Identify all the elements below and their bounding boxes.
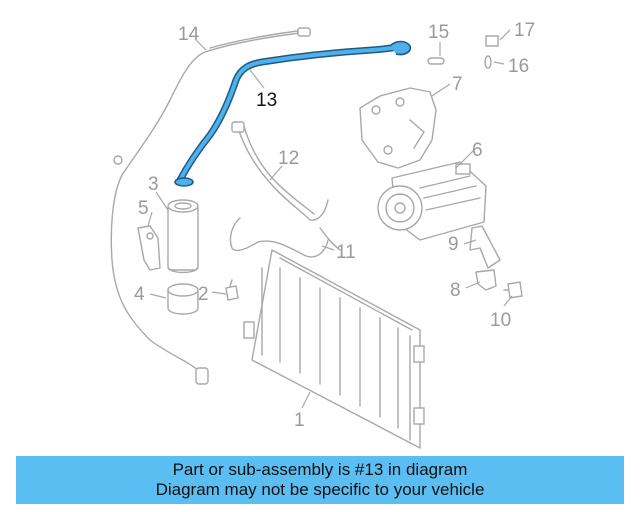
caption-line-2: Diagram may not be specific to your vehi… <box>155 480 485 499</box>
callout-11: 11 <box>336 242 356 263</box>
callout-5: 5 <box>138 198 149 219</box>
callout-9: 9 <box>448 234 459 255</box>
part-5-bracket <box>137 225 161 271</box>
part-16-oring <box>484 55 492 69</box>
part-6-compressor <box>377 161 487 241</box>
callout-15: 15 <box>428 22 449 43</box>
callout-17: 17 <box>514 20 535 41</box>
callout-3: 3 <box>148 174 159 195</box>
part-12-hose <box>231 121 329 221</box>
part-17-cap <box>485 35 499 47</box>
part-4-clamp <box>167 283 199 315</box>
callout-1: 1 <box>294 410 305 431</box>
part-14-hose <box>110 27 311 385</box>
part-15-pin <box>427 57 445 65</box>
callout-10: 10 <box>490 310 511 331</box>
callout-13: 13 <box>256 90 277 111</box>
parts-diagram: 14 13 15 17 16 7 6 12 3 5 11 9 8 10 4 2 … <box>110 20 535 449</box>
caption-banner: Part or sub-assembly is #13 in diagram D… <box>16 456 624 504</box>
callout-16: 16 <box>508 56 529 77</box>
callout-4: 4 <box>134 284 145 305</box>
part-13-hose-highlighted <box>174 40 412 187</box>
callout-2: 2 <box>198 284 209 305</box>
callout-7: 7 <box>452 74 463 95</box>
callout-14: 14 <box>178 24 200 45</box>
callout-8: 8 <box>450 280 461 301</box>
part-10-bolt <box>503 281 523 299</box>
callout-6: 6 <box>472 140 483 161</box>
part-9-bracket <box>469 225 501 269</box>
part-1-condenser <box>243 249 425 449</box>
leader-lines <box>147 29 513 409</box>
part-2-fitting <box>225 279 239 301</box>
part-7-bracket <box>359 87 437 169</box>
part-8-bracket <box>475 269 497 291</box>
callout-12: 12 <box>278 148 299 169</box>
caption-line-1: Part or sub-assembly is #13 in diagram <box>172 460 468 479</box>
part-11-pipe <box>229 217 341 258</box>
part-3-drier <box>167 199 199 274</box>
